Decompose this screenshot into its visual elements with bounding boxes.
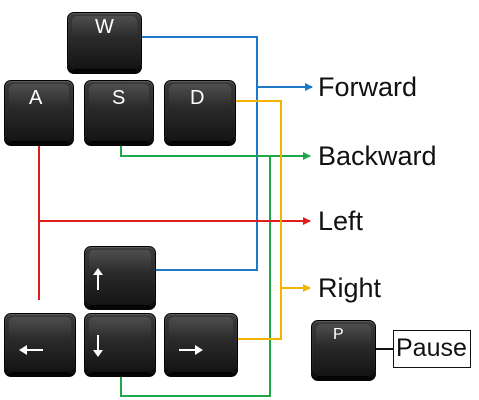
key-left[interactable] [4,313,76,373]
key-up[interactable] [84,246,156,306]
backward-line-s [120,143,270,157]
key-a-label: A [29,87,43,109]
key-w-label: W [95,16,114,38]
key-down[interactable] [84,313,156,373]
arrow-down-icon [93,335,103,357]
backward-label: Backward [318,141,437,171]
key-s[interactable]: S [84,80,154,142]
arrow-right-icon [179,345,203,355]
key-p[interactable]: P [311,320,376,377]
key-s-label: S [112,87,126,109]
right-line-d [236,100,282,288]
arrow-up-icon [93,268,103,290]
right-line-rightkey [238,288,282,340]
right-label: Right [318,273,382,303]
pause-label: Pause [393,330,471,368]
left-label: Left [318,206,364,236]
key-right[interactable] [164,313,238,373]
arrow-left-icon [19,345,43,355]
key-p-label: P [333,326,344,343]
backward-line-down [120,156,271,397]
forward-label: Forward [318,72,418,102]
key-w[interactable]: W [67,12,142,70]
forward-line-w [142,36,258,87]
key-d[interactable]: D [164,80,236,142]
forward-line-up [156,87,258,271]
key-a[interactable]: A [4,80,74,142]
key-d-label: D [190,87,205,109]
